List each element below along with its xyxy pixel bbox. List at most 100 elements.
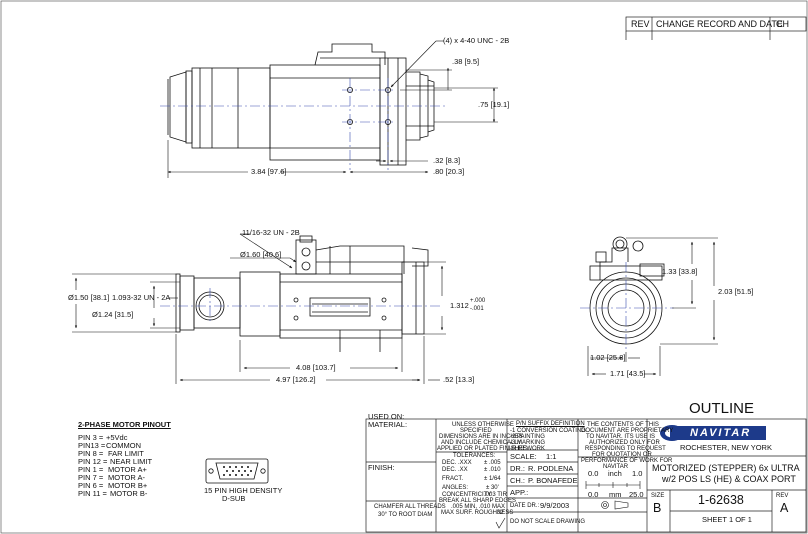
proprietary-line: THE CONTENTS OF THIS bbox=[587, 422, 659, 428]
dr-value: R. PODLENA bbox=[528, 464, 574, 473]
dim-497: 4.97 [126.2] bbox=[276, 375, 316, 384]
proprietary-line: TO NAVITAR. ITS USE IS bbox=[586, 434, 656, 440]
max-surf-label: MAX SURF. ROUGHNESS bbox=[441, 510, 514, 516]
scale-bar-mm-start: 0.0 bbox=[588, 490, 599, 499]
dim-80: .80 [20.3] bbox=[433, 167, 465, 176]
proprietary-line: FOR QUOTATION OR bbox=[592, 452, 652, 458]
pin-signal: MOTOR A- bbox=[108, 473, 145, 482]
suffix-line: -2 PAINTING bbox=[510, 434, 545, 440]
pin-signal: FAR LIMIT bbox=[108, 449, 144, 458]
side-view-centerline bbox=[160, 288, 440, 324]
proprietary-line: NAVITAR bbox=[603, 464, 629, 470]
do-not-scale: DO NOT SCALE DRAWING bbox=[510, 519, 586, 525]
scale-value: 1:1 bbox=[546, 452, 557, 461]
concentricity-value: .003 TIR bbox=[484, 492, 507, 498]
pin-label: PIN 6 = bbox=[78, 481, 104, 490]
description-line-2: w/2 POS LS (HE) & COAX PORT bbox=[662, 474, 796, 484]
suffix-line: -1 CONVERSION COATING bbox=[510, 428, 586, 434]
pin-label: PIN 7 = bbox=[78, 473, 104, 482]
rev-header: REV bbox=[631, 19, 650, 29]
break-edges-value: .005 MIN, .010 MAX bbox=[451, 504, 506, 510]
navitar-logo-mark bbox=[660, 425, 766, 441]
pin-signal: NEAR LIMIT bbox=[110, 457, 153, 466]
dim-52: .52 [13.3] bbox=[443, 375, 475, 384]
title-block-lines bbox=[365, 418, 807, 533]
dr-label: DR.: bbox=[510, 464, 525, 473]
pin-signal: MOTOR B+ bbox=[108, 481, 148, 490]
hole-callout: (4) x 4-40 UNC - 2B bbox=[443, 36, 510, 45]
proprietary-line: AUTHORIZED ONLY FOR bbox=[589, 440, 660, 446]
break-edges-label: BREAK ALL SHARP EDGES bbox=[439, 498, 517, 504]
dec-xx-value: ± .010 bbox=[484, 467, 501, 473]
dim-102: 1.02 [25.8] bbox=[590, 353, 626, 362]
size-label: SIZE bbox=[651, 493, 665, 499]
unless-line: SPECIFIED bbox=[460, 428, 492, 434]
chamfer-line-1: CHAMFER ALL THREADS bbox=[374, 504, 446, 510]
dec-xx-label: DEC. .XX bbox=[442, 467, 468, 473]
pin-signal: MOTOR B- bbox=[110, 489, 148, 498]
scale-bar-inch-end: 1.0 bbox=[632, 469, 643, 478]
material-label: MATERIAL: bbox=[368, 420, 408, 429]
navitar-logo-text: NAVITAR bbox=[690, 427, 752, 439]
ch-label: CH.: bbox=[510, 476, 525, 485]
pin-signal: MOTOR A+ bbox=[108, 465, 147, 474]
ch-value: P. BONAFEDE bbox=[528, 476, 578, 485]
thread-1093: 1.093-32 UN - 2A bbox=[112, 293, 171, 302]
concentricity-label: CONCENTRICITY bbox=[442, 492, 492, 498]
unless-line: AND INCLUDE CHEMICALLY bbox=[441, 440, 522, 446]
dia-150: Ø1.50 [38.1] bbox=[68, 293, 110, 302]
top-view bbox=[167, 43, 435, 166]
top-view-dimensions bbox=[167, 40, 498, 178]
sheet-number: SHEET 1 OF 1 bbox=[702, 515, 752, 524]
finish-label: FINISH: bbox=[368, 463, 395, 472]
end-view-centerlines bbox=[580, 262, 674, 352]
angles-label: ANGLES: bbox=[442, 485, 469, 491]
dia-160: Ø1.60 [40.6] bbox=[240, 250, 282, 259]
tolerances-label: TOLERANCES: bbox=[453, 453, 496, 459]
surface-roughness-icon bbox=[495, 517, 506, 529]
top-view-centerlines bbox=[160, 78, 445, 170]
pin-label: PIN13 = bbox=[78, 441, 106, 450]
fract-value: ± 1/64 bbox=[484, 476, 501, 482]
side-view bbox=[175, 235, 429, 352]
dim-171: 1.71 [43.5] bbox=[610, 369, 646, 378]
connector-label-2: D-SUB bbox=[222, 494, 246, 503]
dia-124: Ø1.24 [31.5] bbox=[92, 310, 134, 319]
side-view-dimensions bbox=[72, 233, 446, 384]
proprietary-line: PERFORMANCE OF WORK FOR bbox=[581, 458, 673, 464]
max-surf-value: 32 bbox=[497, 510, 504, 516]
revision-block-lines bbox=[625, 16, 807, 40]
description-line-1: MOTORIZED (STEPPER) 6x ULTRA bbox=[652, 463, 800, 473]
fract-label: FRACT. bbox=[442, 476, 463, 482]
end-view bbox=[589, 236, 665, 345]
suffix-line: -3 MARKING bbox=[510, 440, 546, 446]
pin-label: PIN 11 = bbox=[78, 489, 107, 498]
dim-384: 3.84 [97.6] bbox=[251, 167, 287, 176]
pinout-title: 2-PHASE MOTOR PINOUT bbox=[78, 420, 171, 429]
pin-label: PIN 8 = bbox=[78, 449, 104, 458]
dim-32: .32 [8.3] bbox=[433, 156, 461, 165]
dim-133: 1.33 [33.8] bbox=[662, 267, 698, 276]
dim-203: 2.03 [51.5] bbox=[718, 287, 754, 296]
connector-label-1: 15 PIN HIGH DENSITY bbox=[204, 486, 283, 495]
proprietary-line: RESPONDING TO REQUEST bbox=[585, 446, 666, 452]
date-label: DATE DR.: bbox=[510, 503, 540, 509]
tol-plus: +.000 bbox=[470, 298, 486, 304]
used-on-label: USED ON: bbox=[368, 412, 405, 421]
suffix-title: P/N SUFFIX DEFINITION bbox=[516, 421, 585, 427]
angles-value: ± 30' bbox=[486, 485, 499, 491]
dim-38: .38 [9.5] bbox=[452, 57, 480, 66]
proprietary-line: DOCUMENT ARE PROPRIETARY bbox=[581, 428, 674, 434]
thread-callout: 11/16-32 UN - 2B bbox=[242, 228, 300, 237]
suffix-line: -R REWORK bbox=[510, 446, 545, 452]
unless-line: DIMENSIONS ARE IN INCHES bbox=[439, 434, 523, 440]
chamfer-line-2: 30° TO ROOT DIAM bbox=[378, 512, 433, 518]
drawing-number: 1-62638 bbox=[698, 493, 744, 507]
rev-label: REV bbox=[776, 493, 789, 499]
d-sub-connector bbox=[205, 458, 269, 484]
unless-line: UNLESS OTHERWISE bbox=[452, 422, 514, 428]
app-label: APP.: bbox=[510, 488, 529, 497]
pin-label: PIN 12 = bbox=[78, 457, 108, 466]
rev-value: A bbox=[780, 501, 789, 515]
